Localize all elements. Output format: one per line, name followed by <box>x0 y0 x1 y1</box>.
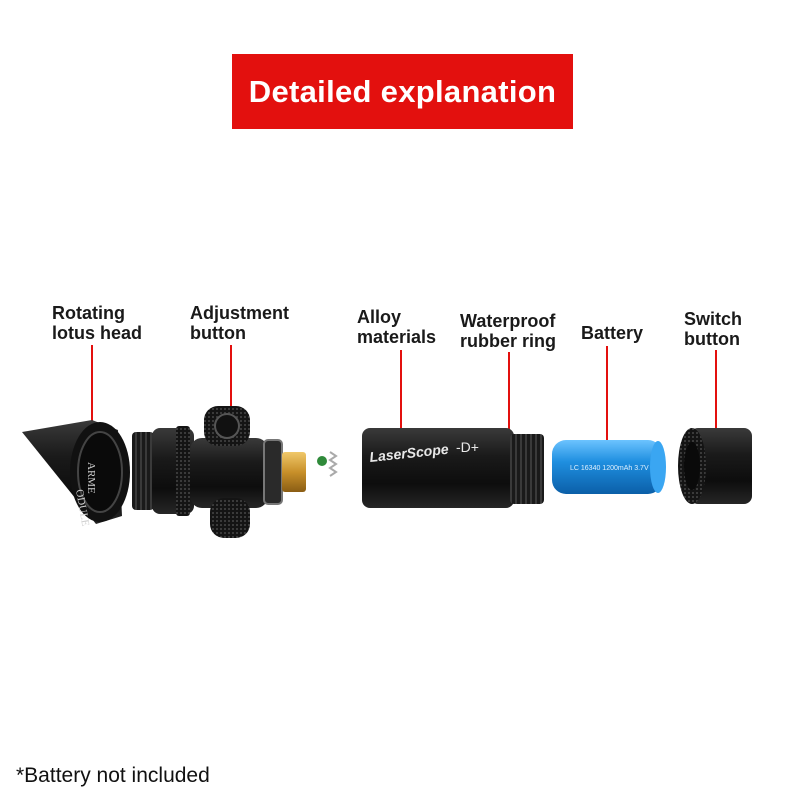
leader-line-rubber-ring <box>508 352 510 447</box>
head-text-1: ARME <box>85 462 97 494</box>
leader-line-adjustment-button <box>230 345 232 430</box>
leader-line-alloy-materials <box>400 350 402 442</box>
leader-line-battery <box>606 346 608 441</box>
label-rotating-lotus-head: Rotating lotus head <box>52 303 143 343</box>
leader-line-switch-button <box>715 350 717 432</box>
battery-part: LC 16340 1200mAh 3.7V <box>552 440 666 494</box>
adjustment-body-part <box>132 406 338 538</box>
alloy-tube-part: LaserScope -D+ <box>362 428 544 508</box>
banner-title: Detailed explanation <box>248 73 557 109</box>
battery-text: LC 16340 1200mAh 3.7V <box>570 465 649 472</box>
battery-footnote: *Battery not included <box>16 764 210 787</box>
switch-cap-part <box>678 428 752 504</box>
title-banner: Detailed explanation <box>232 54 573 129</box>
label-battery: Battery <box>581 323 644 343</box>
label-alloy-materials: Alloy materials <box>357 307 437 347</box>
leader-line-lotus-head <box>91 345 93 430</box>
label-waterproof-rubber-ring: Waterproof rubber ring <box>460 311 557 351</box>
polarity-mark: -D+ <box>456 439 479 455</box>
label-switch-button: Switch button <box>684 309 743 349</box>
label-adjustment-button: Adjustment button <box>190 303 289 343</box>
lotus-head-part: ARME ODULE <box>22 420 130 528</box>
